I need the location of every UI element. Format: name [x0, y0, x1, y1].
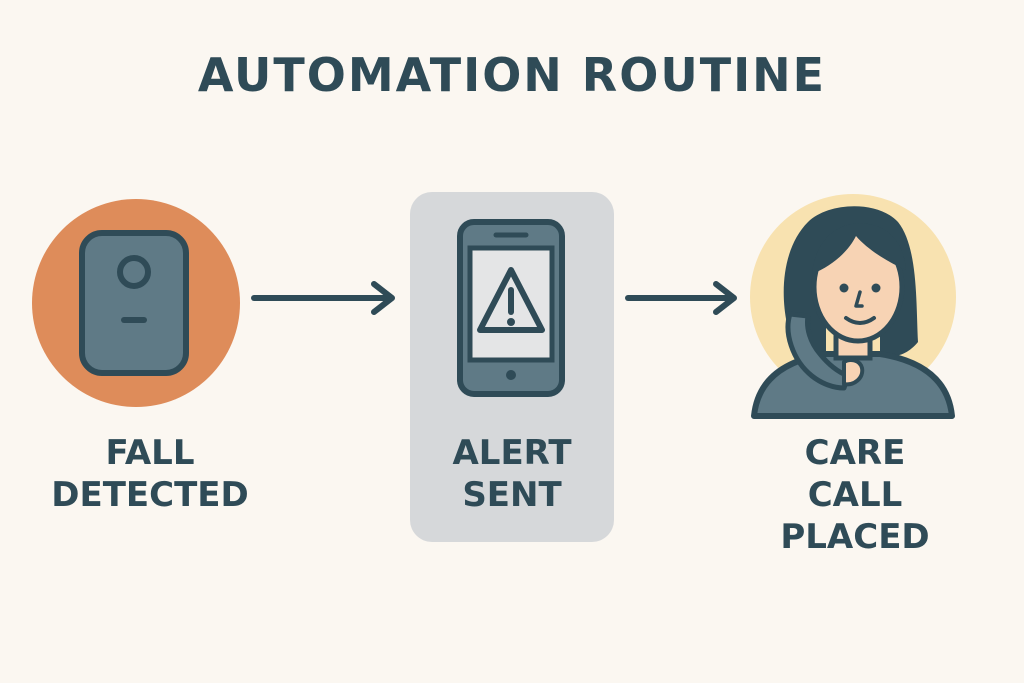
page-title: AUTOMATION ROUTINE: [197, 48, 827, 102]
label-line: ALERT: [452, 433, 572, 473]
label-line: CALL: [807, 475, 903, 515]
caregiver-on-phone-icon: [750, 194, 956, 419]
label-line: CARE: [804, 433, 906, 473]
arrow-right-icon: [251, 281, 395, 315]
step-label-alert-sent: ALERT SENT: [410, 432, 614, 516]
label-line: SENT: [462, 475, 562, 515]
label-line: FALL: [105, 433, 195, 473]
label-line: DETECTED: [51, 475, 249, 515]
step-fall-detected: [30, 197, 242, 409]
fall-sensor-device-icon: [32, 199, 240, 407]
step-alert-sent: [456, 218, 568, 398]
step-label-care-call-placed: CARE CALL PLACED: [730, 432, 980, 558]
label-line: PLACED: [780, 517, 930, 557]
step-label-fall-detected: FALL DETECTED: [30, 432, 270, 516]
arrow-right-icon: [625, 281, 737, 315]
step-care-call-placed: [748, 192, 958, 420]
phone-warning-icon: [457, 219, 565, 397]
